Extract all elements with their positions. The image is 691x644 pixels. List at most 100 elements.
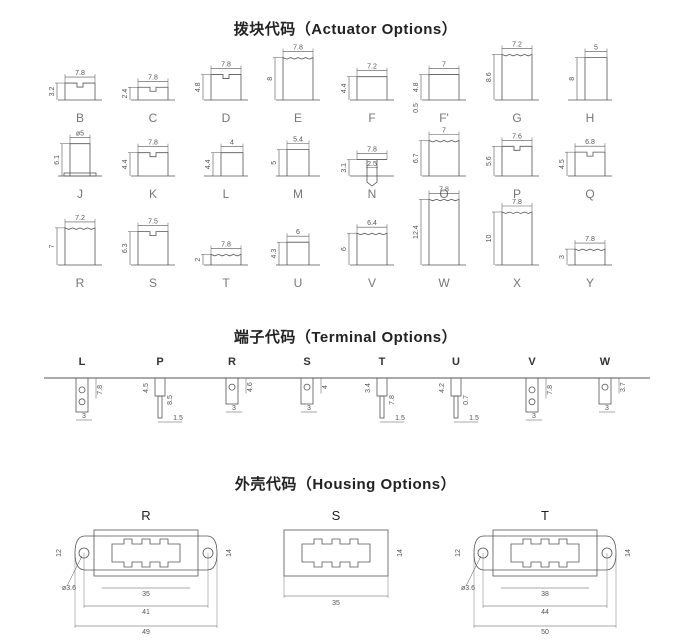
actuator-code-label: G bbox=[512, 111, 521, 125]
terminal-body bbox=[154, 377, 166, 397]
actuator-code-label: B bbox=[76, 111, 84, 125]
actuator-code-label: L bbox=[223, 187, 230, 201]
height-dim-label: 12.4 bbox=[413, 225, 420, 239]
actuator-V: 6.46V bbox=[341, 220, 394, 290]
actuator-outline bbox=[574, 248, 606, 265]
height-dim-label: 6.7 bbox=[413, 153, 420, 163]
height-dim-label: 6.1 bbox=[54, 155, 61, 165]
width-dim-label: 5.4 bbox=[293, 137, 303, 144]
actuator-U: 64.3U bbox=[271, 229, 320, 290]
actuator-outline bbox=[584, 57, 608, 100]
actuator-outline bbox=[286, 241, 310, 265]
actuator-outline bbox=[137, 86, 169, 100]
actuator-outline bbox=[501, 53, 533, 100]
housing-inner-height-label: 14 bbox=[625, 549, 632, 557]
width-dim-label: 7.8 bbox=[221, 62, 231, 69]
actuator-L: 44.4L bbox=[204, 140, 248, 201]
actuator-code-label: P bbox=[513, 187, 521, 201]
terminal-body bbox=[598, 377, 612, 405]
terminal-height2-label: 7.8 bbox=[389, 395, 396, 405]
housing-options-title: 外壳代码（Housing Options） bbox=[234, 476, 457, 493]
width-dim-label: 7.6 bbox=[512, 133, 522, 140]
actuator-outline bbox=[356, 76, 388, 100]
terminal-body bbox=[300, 377, 314, 405]
terminal-U: U 1.5 4.2 0.7 bbox=[439, 356, 479, 423]
actuator-outline bbox=[220, 152, 244, 176]
width-dim-label: 7.2 bbox=[75, 215, 85, 222]
actuator-R: 7.27R bbox=[49, 215, 102, 290]
actuator-outline bbox=[137, 231, 169, 265]
terminal-W: W33.7 bbox=[598, 356, 627, 413]
height-dim-label: 5 bbox=[271, 161, 278, 165]
actuator-outline bbox=[501, 145, 533, 176]
actuator-code-label: T bbox=[222, 276, 230, 290]
actuator-outline bbox=[574, 151, 606, 176]
terminal-code-label: U bbox=[452, 356, 460, 368]
dim-label-1: 35 bbox=[142, 591, 150, 598]
terminal-hole bbox=[601, 383, 609, 391]
housing-inner-height-label: 14 bbox=[226, 549, 233, 557]
dim-label-2: 41 bbox=[142, 609, 150, 616]
terminal-body bbox=[450, 377, 462, 397]
actuator-P: 7.65.6P bbox=[486, 133, 539, 201]
height-dim-label: 6.3 bbox=[122, 243, 129, 253]
height-dim-label: 2.4 bbox=[122, 89, 129, 99]
width-dim-label: 6 bbox=[296, 229, 300, 236]
height-dim-label: 4.4 bbox=[122, 159, 129, 169]
height-dim-label: 4.5 bbox=[559, 159, 566, 169]
width-dim-label: 6.8 bbox=[585, 139, 595, 146]
width-dim-label: 7.8 bbox=[293, 45, 303, 52]
actuator-outline bbox=[282, 57, 314, 100]
width-dim-label: 4 bbox=[230, 140, 234, 147]
actuator-code-label: O bbox=[439, 187, 448, 201]
width-dim-label: 7.8 bbox=[221, 241, 231, 248]
terminal-height-label: 7.8 bbox=[97, 385, 104, 395]
width-dim-label: 7.5 bbox=[148, 219, 158, 226]
width-dim-label: 7.8 bbox=[439, 186, 449, 193]
pin-width-dim-label: 1.5 bbox=[469, 415, 479, 422]
flange bbox=[63, 172, 97, 177]
height-dim-label: 3.1 bbox=[341, 163, 348, 173]
housing-height-label: 12 bbox=[56, 549, 63, 557]
actuator-outline bbox=[428, 198, 460, 265]
actuator-code-label: X bbox=[513, 276, 521, 290]
switch-window-outline bbox=[111, 538, 181, 568]
width-dim-label: 7.8 bbox=[585, 236, 595, 243]
actuator-code-label: Q bbox=[585, 187, 594, 201]
dim-label-3: 50 bbox=[541, 629, 549, 636]
width-dim-label: 7.8 bbox=[512, 199, 522, 206]
terminal-height2-label: 8.5 bbox=[167, 395, 174, 405]
actuator-code-label: N bbox=[368, 187, 377, 201]
width-dim-label: 7.8 bbox=[75, 70, 85, 77]
width-dim-label: 7 bbox=[442, 127, 446, 134]
terminal-T: T1.53.47.8 bbox=[365, 356, 405, 423]
height-dim-label: 6 bbox=[341, 247, 348, 251]
actuator-code-label: M bbox=[293, 187, 303, 201]
actuator-K: 7.8 4.4K bbox=[122, 140, 175, 201]
pin-width-dim-label: 1.5 bbox=[173, 415, 183, 422]
terminal-width-label: 3 bbox=[82, 413, 86, 420]
sub-height-dim-label: 0.5 bbox=[413, 103, 420, 113]
actuator-G: 7.28.6G bbox=[486, 41, 539, 125]
actuator-code-label: K bbox=[149, 187, 157, 201]
width-dim-label: 7.8 bbox=[148, 74, 158, 81]
housing-code-label: R bbox=[141, 508, 150, 523]
height-dim-label: 3 bbox=[559, 255, 566, 259]
actuator-outline bbox=[501, 211, 533, 265]
terminal-height-label: 4 bbox=[322, 385, 329, 389]
terminal-height-label: 4.2 bbox=[439, 383, 446, 393]
actuator-Y: 7.83Y bbox=[559, 236, 612, 290]
hole-diameter-label: ø3.6 bbox=[461, 585, 475, 592]
actuator-outline bbox=[356, 232, 388, 265]
terminal-hole bbox=[528, 398, 536, 406]
terminal-pin bbox=[157, 395, 163, 419]
height-dim-label: 4.3 bbox=[271, 249, 278, 259]
terminal-code-label: P bbox=[156, 356, 163, 368]
actuator-outline bbox=[286, 149, 310, 176]
width-dim-label: 7.8 bbox=[148, 140, 158, 147]
terminal-code-label: T bbox=[379, 356, 386, 368]
switch-window-outline bbox=[301, 538, 371, 568]
actuator-W: 7.812.4W bbox=[413, 186, 466, 290]
terminal-height2-label: 0.7 bbox=[463, 395, 470, 405]
